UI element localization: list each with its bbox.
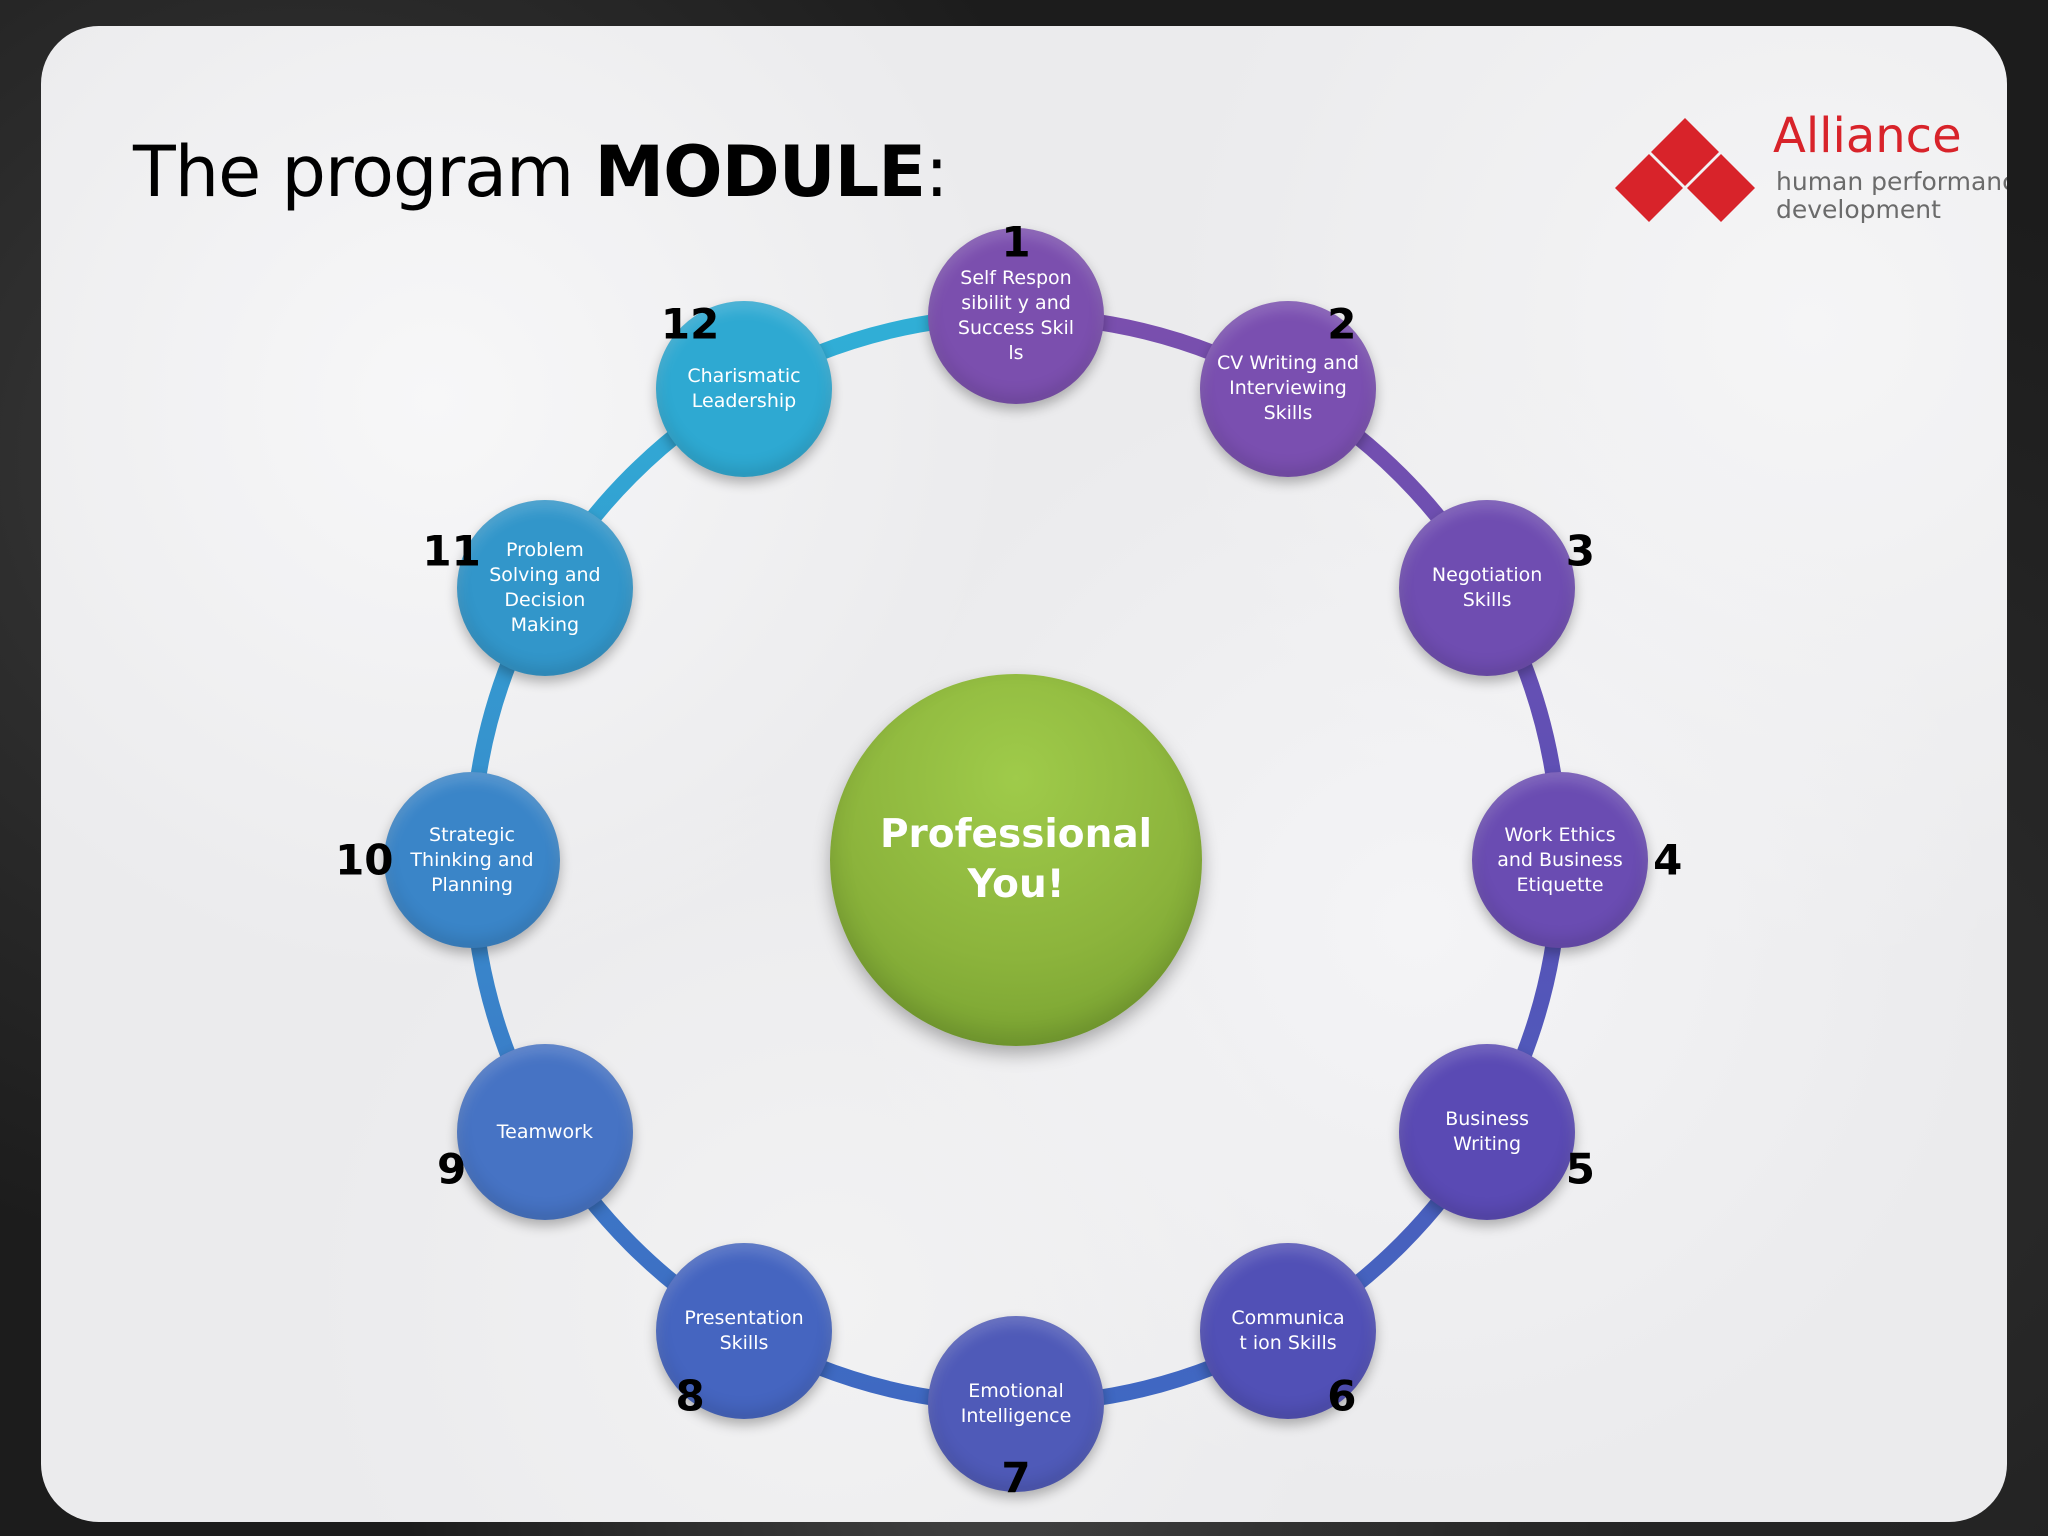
slide-title: The program MODULE:: [133, 131, 949, 213]
logo-tagline-line-1: human performance: [1776, 167, 2007, 196]
module-node-10: Strategic Thinking and Planning: [384, 772, 560, 948]
module-number-4: 4: [1653, 835, 1683, 885]
module-node-7: Emotional Intelligence: [928, 1316, 1104, 1492]
module-node-4: Work Ethics and Business Etiquette: [1472, 772, 1648, 948]
center-line-2: You!: [967, 862, 1065, 907]
module-number-3: 3: [1565, 526, 1595, 576]
module-number-5: 5: [1565, 1144, 1595, 1194]
module-node-8: Presentation Skills: [656, 1243, 832, 1420]
logo-tagline: human performance development: [1776, 168, 2007, 224]
module-node-5: Business Writing: [1399, 1044, 1576, 1220]
logo-name: Alliance: [1773, 108, 1962, 164]
module-node-1: Self Responsibilit y and Success Skills: [928, 228, 1104, 404]
center-label: Professional You!: [880, 810, 1152, 910]
module-number-10: 10: [335, 835, 394, 885]
module-node-6: Communicat ion Skills: [1200, 1243, 1376, 1420]
module-label-3: Negotiation Skills: [1431, 564, 1543, 611]
module-label-1: Self Responsibilit y and Success Skills: [957, 267, 1075, 364]
module-label-9: Teamwork: [496, 1120, 593, 1143]
module-number-1: 1: [1001, 217, 1031, 267]
title-prefix: The program: [133, 131, 595, 213]
module-number-12: 12: [660, 299, 720, 349]
module-label-8: Presentation Skills: [684, 1307, 804, 1355]
logo-tagline-line-2: development: [1776, 195, 1941, 224]
module-label-12: Charismatic Leadership: [687, 364, 801, 412]
title-suffix: :: [925, 131, 949, 213]
module-label-6: Communicat ion Skills: [1231, 1307, 1345, 1355]
module-node-3: Negotiation Skills: [1399, 500, 1576, 676]
module-label-5: Business Writing: [1445, 1108, 1529, 1155]
title-bold: MODULE: [594, 131, 927, 213]
module-label-11: Problem Solving and Decision Making: [489, 539, 601, 636]
module-number-7: 7: [1001, 1453, 1031, 1503]
module-label-10: Strategic Thinking and Planning: [410, 823, 534, 896]
module-node-2: CV Writing and Interviewing Skills: [1200, 300, 1376, 477]
module-node-12: Charismatic Leadership: [656, 300, 832, 477]
module-number-8: 8: [675, 1371, 705, 1421]
module-number-6: 6: [1327, 1371, 1357, 1421]
module-node-9: Teamwork: [456, 1044, 633, 1220]
center-line-1: Professional: [879, 812, 1153, 857]
module-label-2: CV Writing and Interviewing Skills: [1217, 352, 1359, 425]
module-label-4: Work Ethics and Business Etiquette: [1497, 823, 1623, 896]
module-number-9: 9: [436, 1144, 467, 1194]
center-hub: Professional You!: [830, 674, 1202, 1046]
module-label-7: Emotional Intelligence: [960, 1380, 1072, 1427]
diamond-logo-icon: [1615, 118, 1755, 222]
module-node-11: Problem Solving and Decision Making: [456, 500, 633, 676]
module-number-11: 11: [422, 526, 481, 576]
alliance-logo: Alliance human performance development: [1613, 108, 2007, 234]
module-number-2: 2: [1327, 299, 1357, 349]
